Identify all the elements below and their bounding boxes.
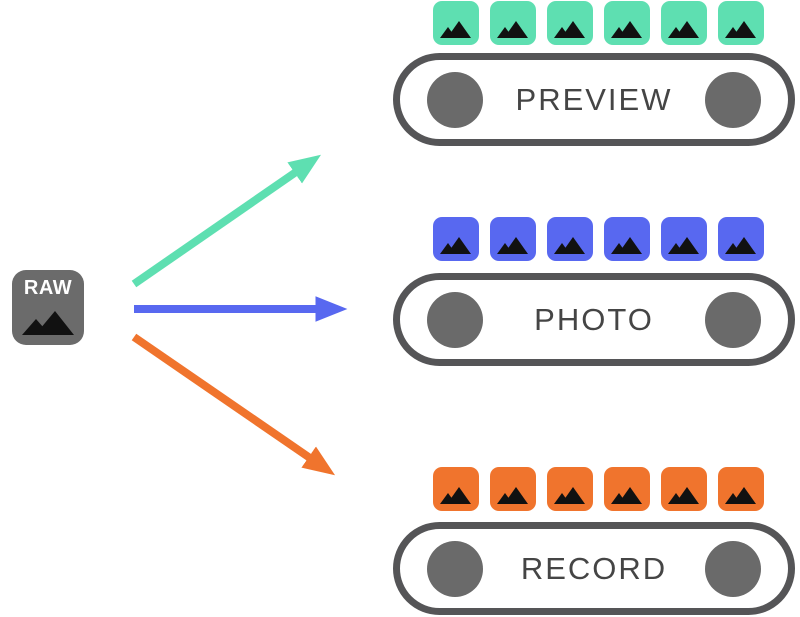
preview-pipeline-pill: PREVIEW xyxy=(393,53,795,146)
photo-pipeline-pill: PHOTO xyxy=(393,273,795,366)
frame-icon xyxy=(718,467,764,511)
arrow-to-record xyxy=(131,333,336,476)
left-roller-circle xyxy=(427,540,483,597)
frame-icon xyxy=(661,1,707,45)
record-label: RECORD xyxy=(520,550,668,586)
frame-icon xyxy=(490,1,536,45)
photo-label: PHOTO xyxy=(534,301,654,337)
preview-frame-strip xyxy=(433,1,764,45)
frame-icon xyxy=(490,467,536,511)
record-pipeline-pill: RECORD xyxy=(393,522,795,615)
right-roller-circle xyxy=(705,71,761,128)
frame-icon xyxy=(718,1,764,45)
preview-label: PREVIEW xyxy=(515,81,673,117)
frame-icon xyxy=(433,1,479,45)
frame-icon xyxy=(433,467,479,511)
frame-icon xyxy=(604,217,650,261)
frame-icon xyxy=(661,217,707,261)
left-roller-circle xyxy=(427,71,483,128)
photo-frame-strip xyxy=(433,217,764,261)
left-roller-circle xyxy=(427,291,483,348)
frame-icon xyxy=(718,217,764,261)
raw-source-icon: RAW xyxy=(12,270,84,345)
frame-icon xyxy=(604,467,650,511)
frame-icon xyxy=(547,1,593,45)
frame-icon xyxy=(661,467,707,511)
right-roller-circle xyxy=(705,540,761,597)
frame-icon xyxy=(547,217,593,261)
arrow-to-preview xyxy=(131,154,322,288)
frame-icon xyxy=(490,217,536,261)
frame-icon xyxy=(547,467,593,511)
raw-label: RAW xyxy=(23,277,73,299)
frame-icon xyxy=(604,1,650,45)
frame-icon xyxy=(433,217,479,261)
mountain-icon xyxy=(22,311,74,335)
record-frame-strip xyxy=(433,467,764,511)
right-roller-circle xyxy=(705,291,761,348)
